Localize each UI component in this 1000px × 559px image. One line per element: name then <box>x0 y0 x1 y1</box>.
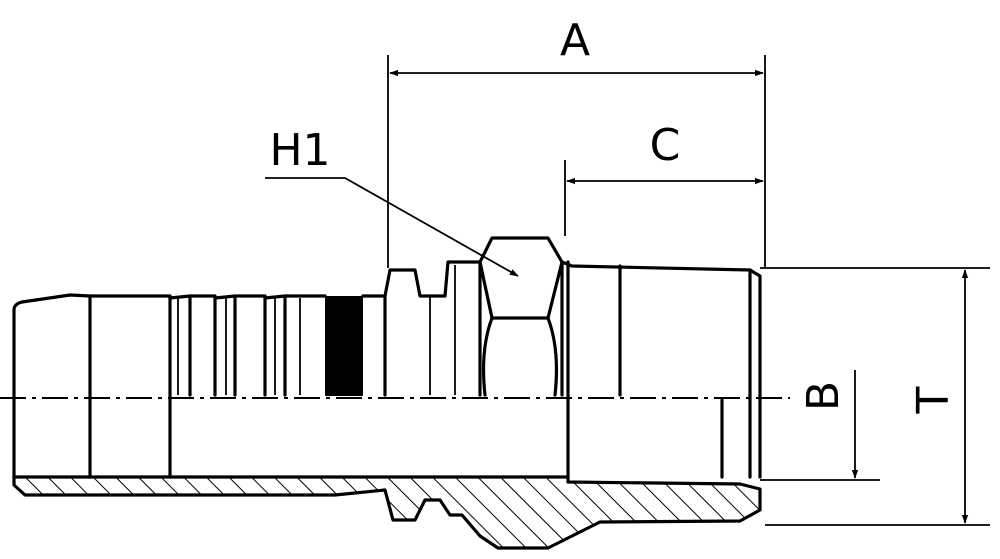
dimension-a-label: A <box>560 15 590 66</box>
hose-tail <box>12 293 327 479</box>
knurled-ring <box>325 296 363 396</box>
extension-lines <box>387 55 990 526</box>
hatched-section <box>12 475 762 550</box>
dimension-t-label: T <box>908 386 959 414</box>
hex-nut <box>478 236 564 397</box>
dimension-b-label: B <box>798 381 849 411</box>
h1-leader-line <box>265 177 519 277</box>
collar <box>383 260 482 397</box>
dimension-c-label: C <box>650 120 681 171</box>
h1-label: H1 <box>269 125 330 176</box>
threaded-end <box>560 260 762 479</box>
